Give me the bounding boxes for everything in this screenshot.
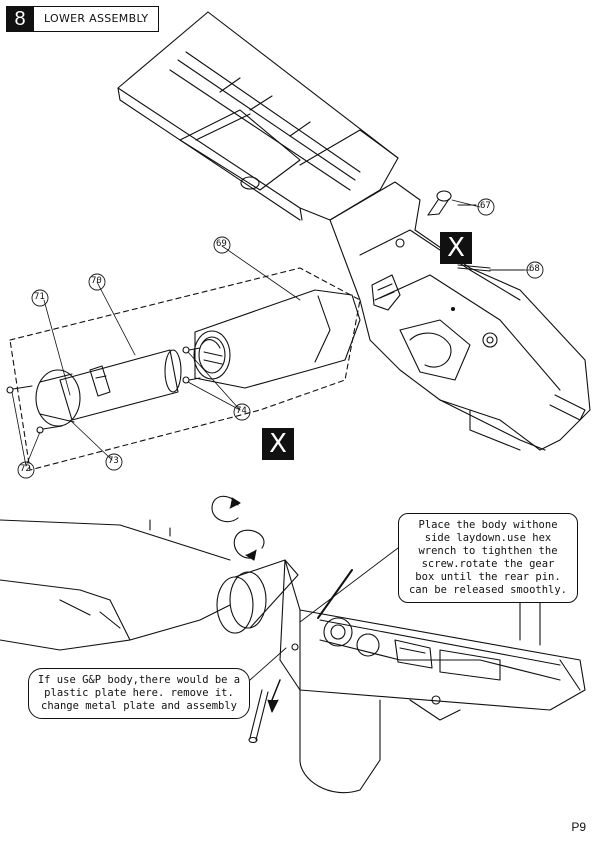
part-label-67: 67	[480, 201, 491, 211]
page-number: P9	[571, 820, 586, 834]
note-line: side laydown.use hex	[424, 532, 552, 544]
step-header: 8 LOWER ASSEMBLY	[6, 6, 160, 32]
screws	[6, 346, 201, 434]
part-label-73: 73	[108, 456, 119, 466]
instruction-note-left: If use G&P body,there would be a plastic…	[28, 668, 250, 719]
stock-assembly	[117, 11, 399, 221]
part-label-74: 74	[236, 406, 247, 416]
x-mark-top: X	[440, 232, 472, 264]
part-label-72: 72	[20, 464, 31, 474]
note-line: screw.rotate the gear	[421, 558, 555, 570]
hex-wrench-icon	[317, 569, 353, 619]
note-line: can be released smoothly.	[408, 584, 568, 596]
note-line: plastic plate here. remove it.	[44, 687, 234, 699]
note-line: Place the body withone	[418, 519, 558, 531]
pistol-grip	[193, 289, 361, 389]
callout-pointers	[249, 547, 399, 681]
part-label-71: 71	[34, 292, 45, 302]
note-line: change metal plate and assembly	[41, 700, 237, 712]
x-mark-bottom: X	[262, 428, 294, 460]
lower-receiver	[329, 181, 591, 451]
part-callouts	[17, 198, 544, 479]
leader-lines	[11, 199, 531, 467]
part-label-69: 69	[216, 239, 227, 249]
step-number: 8	[6, 6, 34, 32]
note-line: wrench to tighthen the	[418, 545, 558, 557]
instruction-note-right: Place the body withone side laydown.use …	[398, 513, 578, 603]
rear-pin	[248, 679, 281, 744]
rotation-arrows	[211, 495, 265, 561]
note-line: If use G&P body,there would be a	[37, 674, 241, 686]
motor	[59, 349, 182, 421]
end-plate	[35, 369, 81, 427]
part-label-70: 70	[91, 276, 102, 286]
part-label-68: 68	[529, 264, 540, 274]
dashed-bracket	[9, 267, 361, 471]
step-title: LOWER ASSEMBLY	[34, 6, 160, 32]
pin-67	[427, 190, 477, 216]
note-line: box until the rear pin.	[415, 571, 561, 583]
